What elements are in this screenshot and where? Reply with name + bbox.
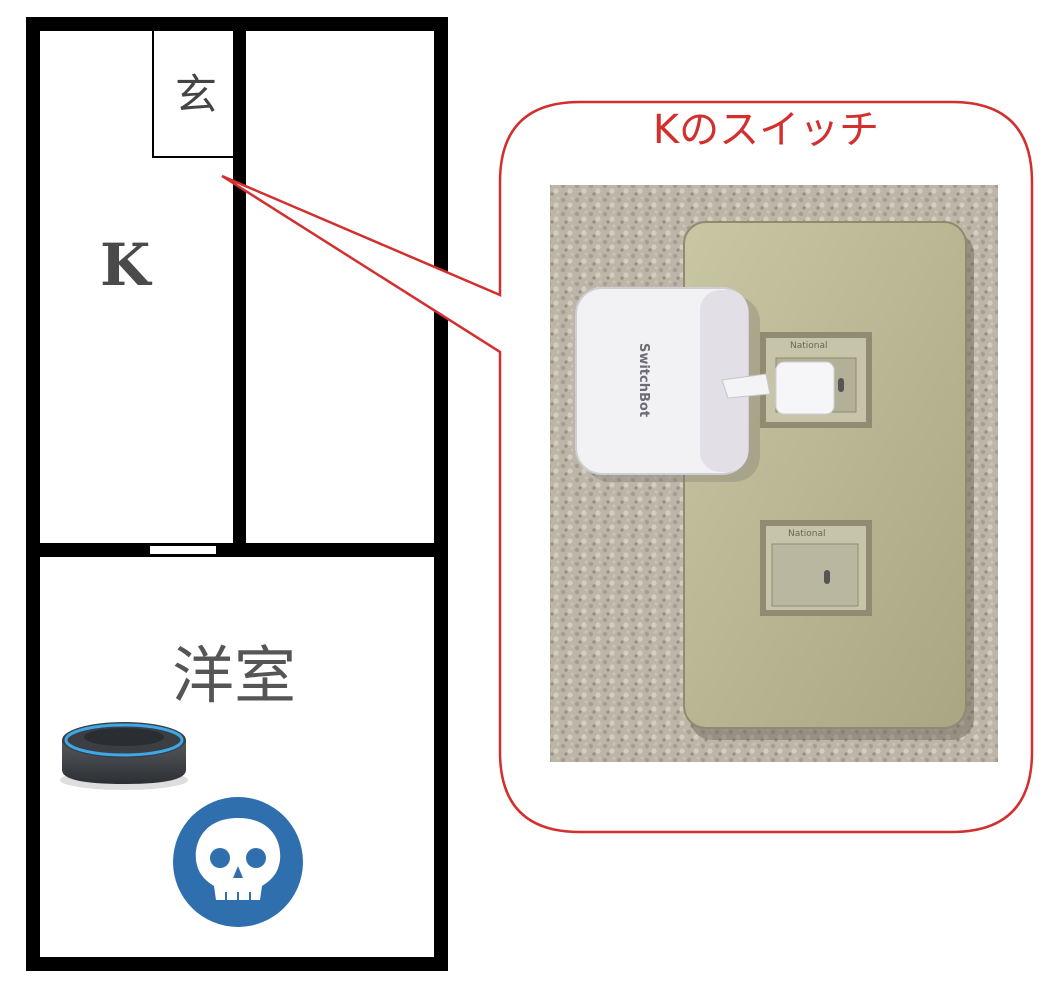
bottom-switch-brand: National	[788, 529, 826, 539]
switch-photo: National National SwitchBot	[550, 185, 998, 762]
genkan-area	[152, 31, 233, 158]
room-label-western-room: 洋室	[172, 639, 297, 712]
floorplan-inner-wall-horizontal-right	[216, 543, 448, 557]
top-switch-brand: National	[790, 341, 828, 351]
floorplan-outer-wall-bottom	[26, 957, 448, 971]
floorplan-inner-wall-horizontal-left	[26, 543, 150, 557]
skull-avatar-icon	[173, 797, 303, 927]
floorplan-inner-wall-vertical	[233, 17, 246, 557]
smart-speaker-icon	[60, 722, 188, 790]
floorplan-outer-wall-right	[434, 17, 448, 971]
room-label-genkan: 玄	[175, 70, 218, 119]
switchbot-logo: SwitchBot	[636, 343, 651, 417]
callout-title: Kのスイッチ	[652, 107, 880, 153]
room-label-kitchen: K	[100, 231, 151, 299]
floorplan-outer-wall-left	[26, 17, 40, 971]
door-opening	[150, 543, 216, 557]
